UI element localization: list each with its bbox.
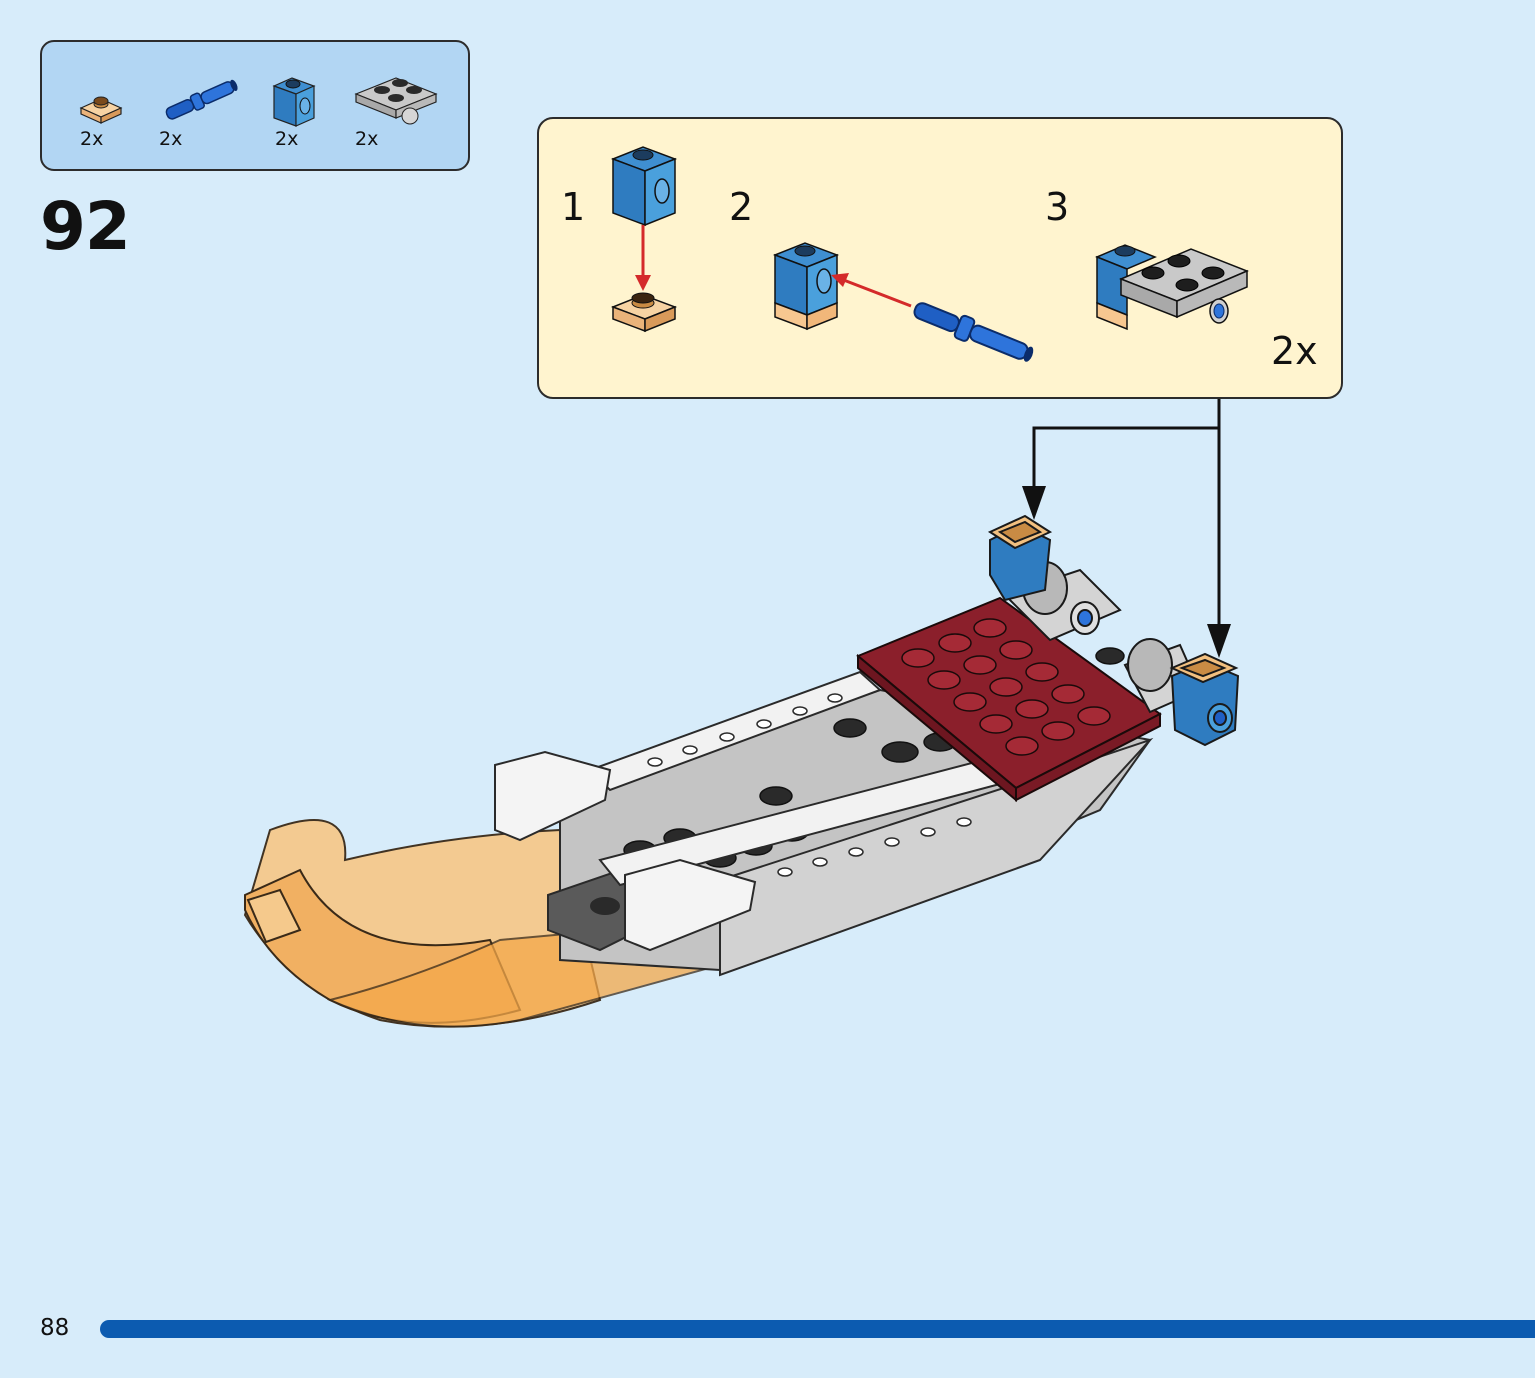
tan-plate-1x1-icon	[79, 96, 123, 124]
part-qty-tan-plate: 2x	[80, 128, 104, 150]
part-qty-blue-brick: 2x	[275, 128, 299, 150]
blue-pin-icon	[165, 79, 238, 120]
callout-arrows	[1032, 399, 1221, 630]
page-number: 88	[40, 1315, 70, 1341]
gray-plate-2x2-icon	[354, 77, 438, 125]
substep-2-illustration	[772, 242, 1034, 362]
red-plate-studs	[901, 618, 1111, 756]
subassembly-multiplier: 2x	[1271, 329, 1318, 373]
parts-list-box: 2x 2x 2x 2x	[40, 40, 470, 171]
substep-number-2: 2	[729, 185, 754, 229]
step-number: 92	[40, 188, 131, 265]
stern-assemblies	[987, 514, 1240, 747]
subassembly-box: 1 2 3 2x	[537, 117, 1343, 399]
substep-1-illustration	[610, 146, 678, 333]
main-model-illustration	[243, 399, 1240, 1028]
substep-number-3: 3	[1045, 185, 1070, 229]
part-qty-blue-pin: 2x	[159, 128, 183, 150]
arrowhead-right	[1207, 624, 1231, 658]
progress-bar	[100, 1320, 1535, 1338]
blue-technic-brick-icon	[272, 77, 316, 127]
substep-number-1: 1	[561, 185, 586, 229]
arrowhead-left	[1022, 486, 1046, 520]
substep-3-illustration	[1095, 244, 1249, 331]
rail-studs	[647, 693, 972, 877]
progress-bar-fill	[100, 1320, 1535, 1338]
white-rails	[494, 670, 1093, 952]
part-qty-gray-plate: 2x	[355, 128, 379, 150]
